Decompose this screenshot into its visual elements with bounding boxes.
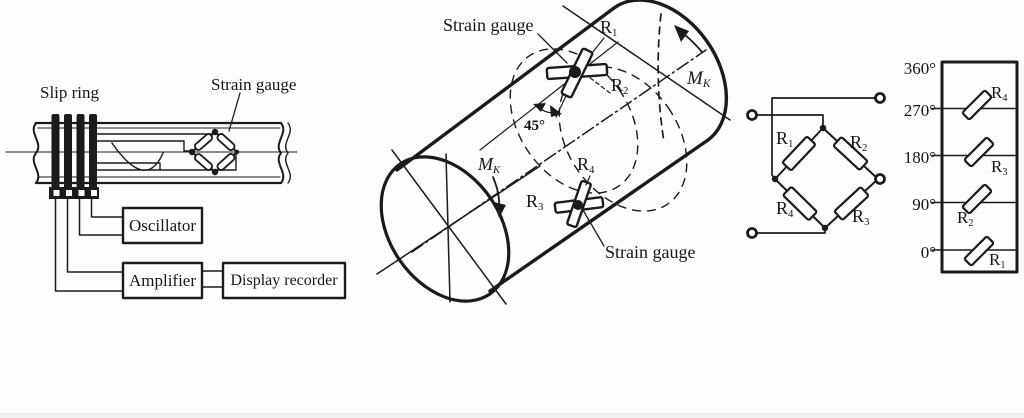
strip-tick-270: 270° [903,101,936,120]
page-edge-shadow [0,413,1024,418]
shaft-3d-drawing [376,0,731,305]
upper-gauge-rosette [545,47,609,99]
bridge-r3-label: R3 [852,206,870,229]
bridge-r2-label: R2 [850,132,868,155]
bridge-terminals [746,92,886,239]
r2-leader [588,76,611,94]
bridge-r4-label: R4 [776,198,794,221]
strain-gauge-label-left: Strain gauge [211,75,297,94]
strain-gauge-leader-top [537,33,568,64]
oscillator-box-label: Oscillator [128,216,197,235]
strain-gauge-leader-bottom [582,209,605,247]
slip-ring-label: Slip ring [40,83,100,102]
strip-tick-90: 90° [912,195,936,214]
gauge-r4-label: R4 [577,154,595,177]
strip-tick-180: 180° [903,148,936,167]
brush-wires [54,198,124,292]
strip-gauges [961,89,995,267]
bridge-circuit-drawing [746,92,886,239]
shaft-wires [96,133,237,171]
shaft-bridge-diamond [188,128,240,176]
display-recorder-box-label: Display recorder [230,271,338,289]
amplifier-box-label: Amplifier [128,271,197,290]
instrument-boxes [121,206,347,300]
gauge-r2-label: R2 [611,75,629,98]
strip-tick-360: 360° [903,59,936,78]
slip-rings [51,114,97,191]
angle-45-label: 45° [524,118,545,134]
torque-label-right: MK [687,68,711,91]
brush-block [49,187,99,199]
bridge-r1-label: R1 [776,128,794,151]
strip-r4-label: R4 [991,83,1008,104]
r1-leader [591,37,605,54]
strain-gauge-label-top: Strain gauge [443,15,534,35]
strip-tick-0: 0° [920,243,936,262]
strip-r3-label: R3 [991,157,1008,178]
strain-gauge-leader-left [228,92,241,132]
box-connectors [201,270,224,288]
strain-gauge-label-bottom: Strain gauge [605,242,696,262]
angle-45-annotation [533,103,562,117]
torque-arrow-right [674,25,703,53]
torque-arrow-left [492,176,506,218]
gauge-r1-label: R1 [600,17,618,40]
strip-r1-label: R1 [989,250,1006,271]
lower-gauge-rosette [553,179,605,229]
gauge-r3-label: R3 [526,191,544,214]
torque-label-left: MK [478,154,501,177]
r4-leader [585,175,591,186]
slip-ring-shaft-drawing [5,92,347,300]
strip-r2-label: R2 [957,208,974,229]
bridge-resistors [782,136,870,221]
angle-strip-drawing [931,60,1019,274]
